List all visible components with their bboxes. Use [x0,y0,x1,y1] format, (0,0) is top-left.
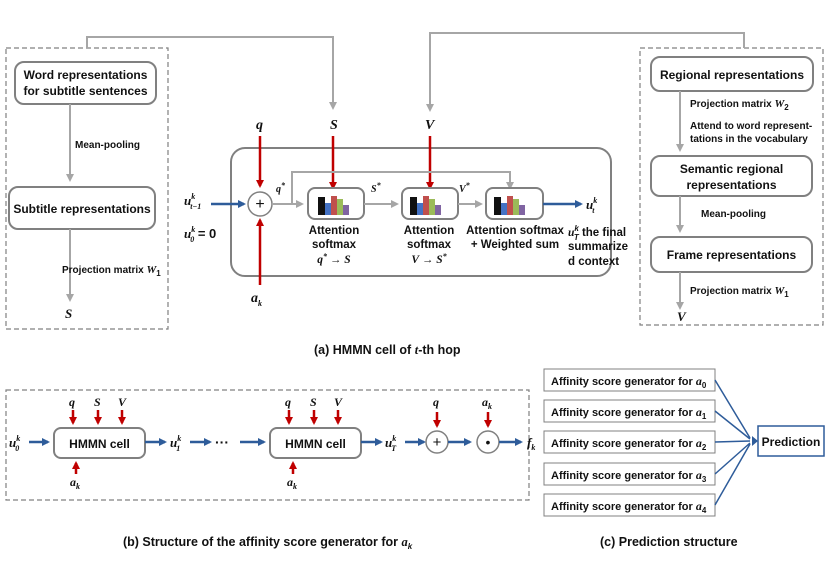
pred-line-0 [714,379,751,439]
semantic-regional-box [650,155,813,197]
affinity-label-0: Affinity score generator for a0 [551,374,707,390]
pred-line-1 [714,410,751,440]
bar-icon-1 [318,196,349,215]
right-projection-w1-label: Projection matrix W1 [690,285,789,299]
gen-a-1: ak [70,475,80,491]
attend-line1: Attend to word represent- [690,121,812,132]
block3-line2: + Weighted sum [471,239,559,251]
input-v-label: V [425,118,436,133]
block1-line3: q* → S [317,252,350,266]
regional-rep-label: Regional representations [660,68,804,82]
gen-dot-symbol: • [486,434,491,450]
right-projection-w2-label: Projection matrix W2 [690,98,789,112]
prediction-box [757,425,825,457]
prediction-label: Prediction [762,435,821,449]
gen-s-1: S [94,395,101,409]
q-star-label: q* [276,181,286,195]
subtitle-representations-box [8,186,156,230]
affinity-label-4: Affinity score generator for a4 [551,499,707,515]
word-rep-line1: Word representations [24,68,148,82]
gen-cell-2-label: HMMN cell [285,437,346,451]
block2-line2: softmax [407,239,452,251]
caption-c: (c) Prediction structure [600,535,738,549]
pred-line-2 [714,440,751,443]
gen-s-2: S [310,395,317,409]
bar-icon-3 [494,196,525,215]
prediction-items: Affinity score generator for a0 Affinity… [543,368,716,517]
pred-line-4 [714,443,751,506]
attend-line2: tations in the vocabulary [690,134,808,145]
caption-a: (a) HMMN cell of t-th hop [314,343,461,357]
block2-line1: Attention [404,225,454,237]
input-a-label: ak [251,291,262,308]
left-mean-pooling-label: Mean-pooling [75,140,140,151]
pred-arrowhead [752,436,758,446]
connector-qstar-to-block3 [291,171,514,204]
pred-line-3 [714,442,751,475]
input-q-label: q [256,118,263,133]
subtitle-rep-label: Subtitle representations [13,202,151,216]
affinity-label-2: Affinity score generator for a2 [551,436,707,452]
gen-q-plus: q [433,395,439,409]
affinity-label-3: Affinity score generator for a3 [551,468,707,484]
s-star-label: S* [371,181,382,195]
gen-cell-1-label: HMMN cell [69,437,130,451]
generator-panel [5,389,530,501]
gen-v-1: V [118,395,127,409]
gen-v-2: V [334,395,343,409]
gen-q-1: q [69,395,75,409]
gen-q-2: q [285,395,291,409]
frame-rep-label: Frame representations [667,248,797,262]
final-line2: summarize [568,241,628,253]
gen-dots: ··· [215,434,229,450]
word-rep-line2: for subtitle sentences [23,84,147,98]
input-s-label: S [330,118,338,133]
block2-line3: V → S* [411,252,447,266]
caption-b: (b) Structure of the affinity score gene… [123,535,413,551]
block3-line1: Attention softmax [466,225,564,237]
right-mean-pooling-label: Mean-pooling [701,209,766,220]
plus-symbol: + [255,196,264,213]
semantic-line2: representations [686,178,776,192]
final-line3: d context [568,256,619,268]
connector-left-to-s [86,36,337,110]
gen-a-dot: ak [482,395,492,411]
right-panel [639,47,824,326]
right-output-v: V [677,309,687,324]
word-representations-box [14,61,157,105]
left-output-s: S [65,306,72,321]
block1-line2: softmax [312,239,357,251]
hmmn-cell-box [230,147,612,277]
frame-representations-box [650,236,813,273]
gen-a-2: ak [287,475,297,491]
connector-right-to-v [426,32,745,112]
bar-icon-2 [410,196,441,215]
semantic-line1: Semantic regional [680,162,783,176]
left-projection-label: Projection matrix W1 [62,264,161,278]
gen-plus-symbol: + [433,434,442,451]
gen-f-label: fk [527,435,535,452]
affinity-label-1: Affinity score generator for a1 [551,405,707,421]
block1-line1: Attention [309,225,359,237]
v-star-label: V* [459,181,471,195]
regional-representations-box [650,56,814,92]
